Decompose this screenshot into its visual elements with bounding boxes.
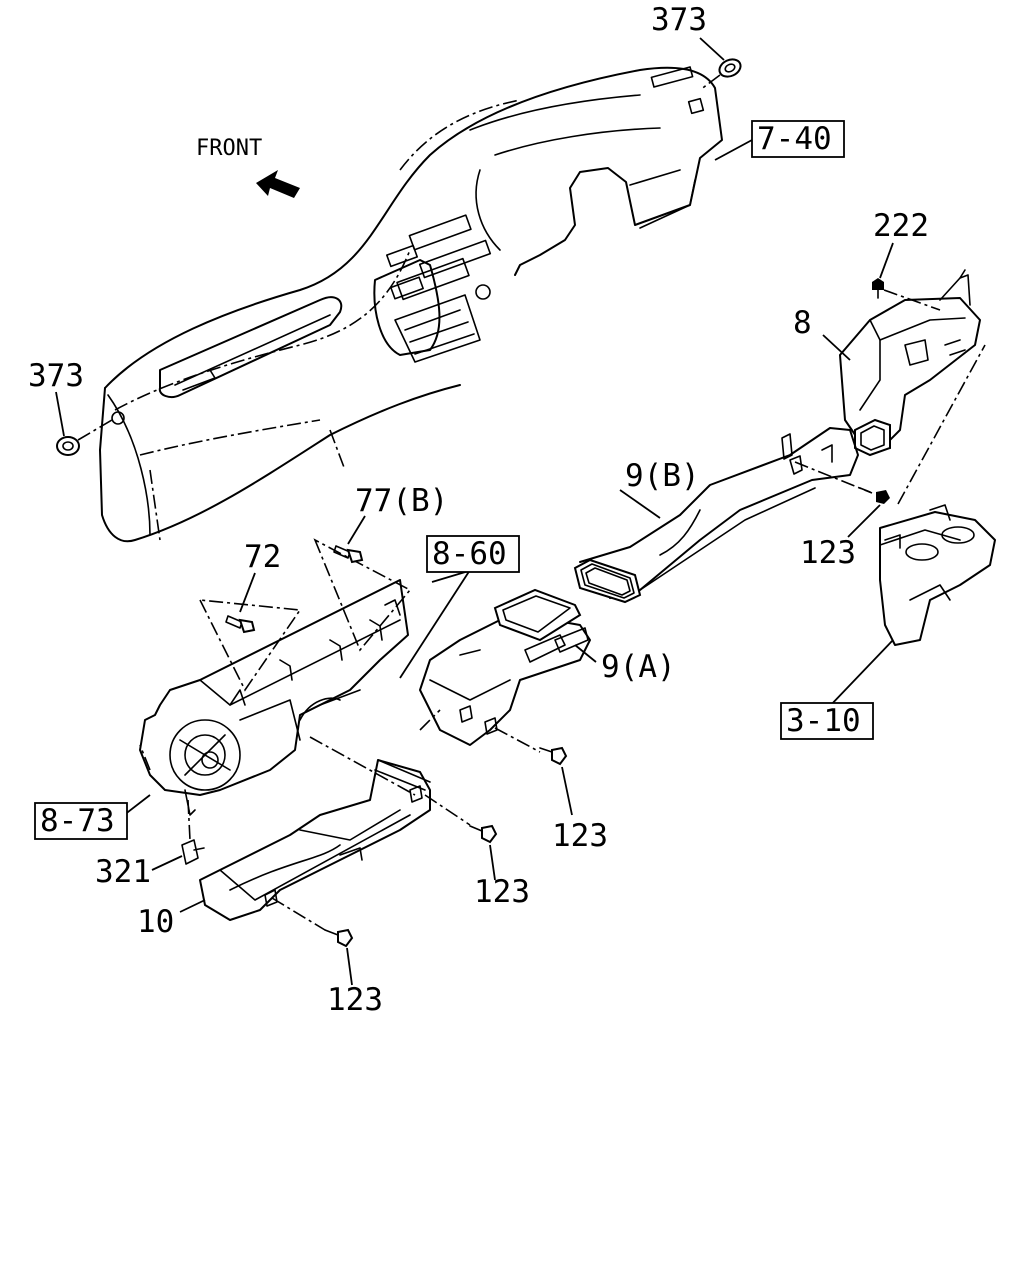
label-123-lower: 123 — [474, 874, 530, 910]
ref-7-40: 7-40 — [757, 121, 832, 157]
screw-123-mid — [539, 746, 573, 816]
label-10: 10 — [137, 904, 174, 940]
front-direction-arrow: FRONT — [196, 136, 300, 198]
clip-321 — [151, 839, 205, 871]
label-123-bottom: 123 — [327, 982, 383, 1018]
instrument-panel — [99, 66, 723, 543]
duct-10 — [199, 709, 441, 921]
ref-box-8-60: 8-60 — [426, 535, 520, 573]
front-label: FRONT — [196, 136, 262, 161]
label-321: 321 — [95, 854, 151, 890]
heater-unit — [139, 579, 409, 816]
screw-123-lower — [424, 794, 498, 881]
ref-box-8-73: 8-73 — [34, 802, 128, 840]
ref-box-7-40: 7-40 — [751, 120, 845, 158]
label-72: 72 — [244, 539, 281, 575]
grommet-373-top — [699, 37, 742, 91]
duct-9b — [573, 427, 873, 604]
grommet-373-left — [55, 391, 113, 456]
bolt-72 — [225, 572, 256, 634]
ref-8-73: 8-73 — [40, 803, 115, 839]
label-373-left: 373 — [28, 358, 84, 394]
label-222: 222 — [873, 208, 929, 244]
ref-8-60: 8-60 — [432, 536, 507, 572]
screw-123-right — [847, 344, 986, 538]
clip-222 — [872, 242, 941, 311]
label-8: 8 — [793, 305, 812, 341]
duct-9a — [419, 588, 591, 753]
duct-8 — [839, 269, 981, 457]
screw-123-bottom — [271, 897, 354, 986]
label-9a: 9(A) — [601, 649, 676, 685]
bolt-72-guide — [198, 599, 302, 692]
label-123-mid: 123 — [552, 818, 608, 854]
ref-3-10: 3-10 — [786, 703, 861, 739]
bolt-77b-guide — [313, 538, 412, 652]
label-373-top: 373 — [651, 2, 707, 38]
front-arrow-icon — [256, 170, 300, 198]
label-123-right: 123 — [800, 535, 856, 571]
label-77b: 77(B) — [355, 483, 448, 519]
bracket-3-10 — [879, 504, 996, 646]
bolt-77b — [333, 515, 366, 564]
label-9b: 9(B) — [625, 458, 700, 494]
ref-box-3-10: 3-10 — [780, 702, 874, 740]
